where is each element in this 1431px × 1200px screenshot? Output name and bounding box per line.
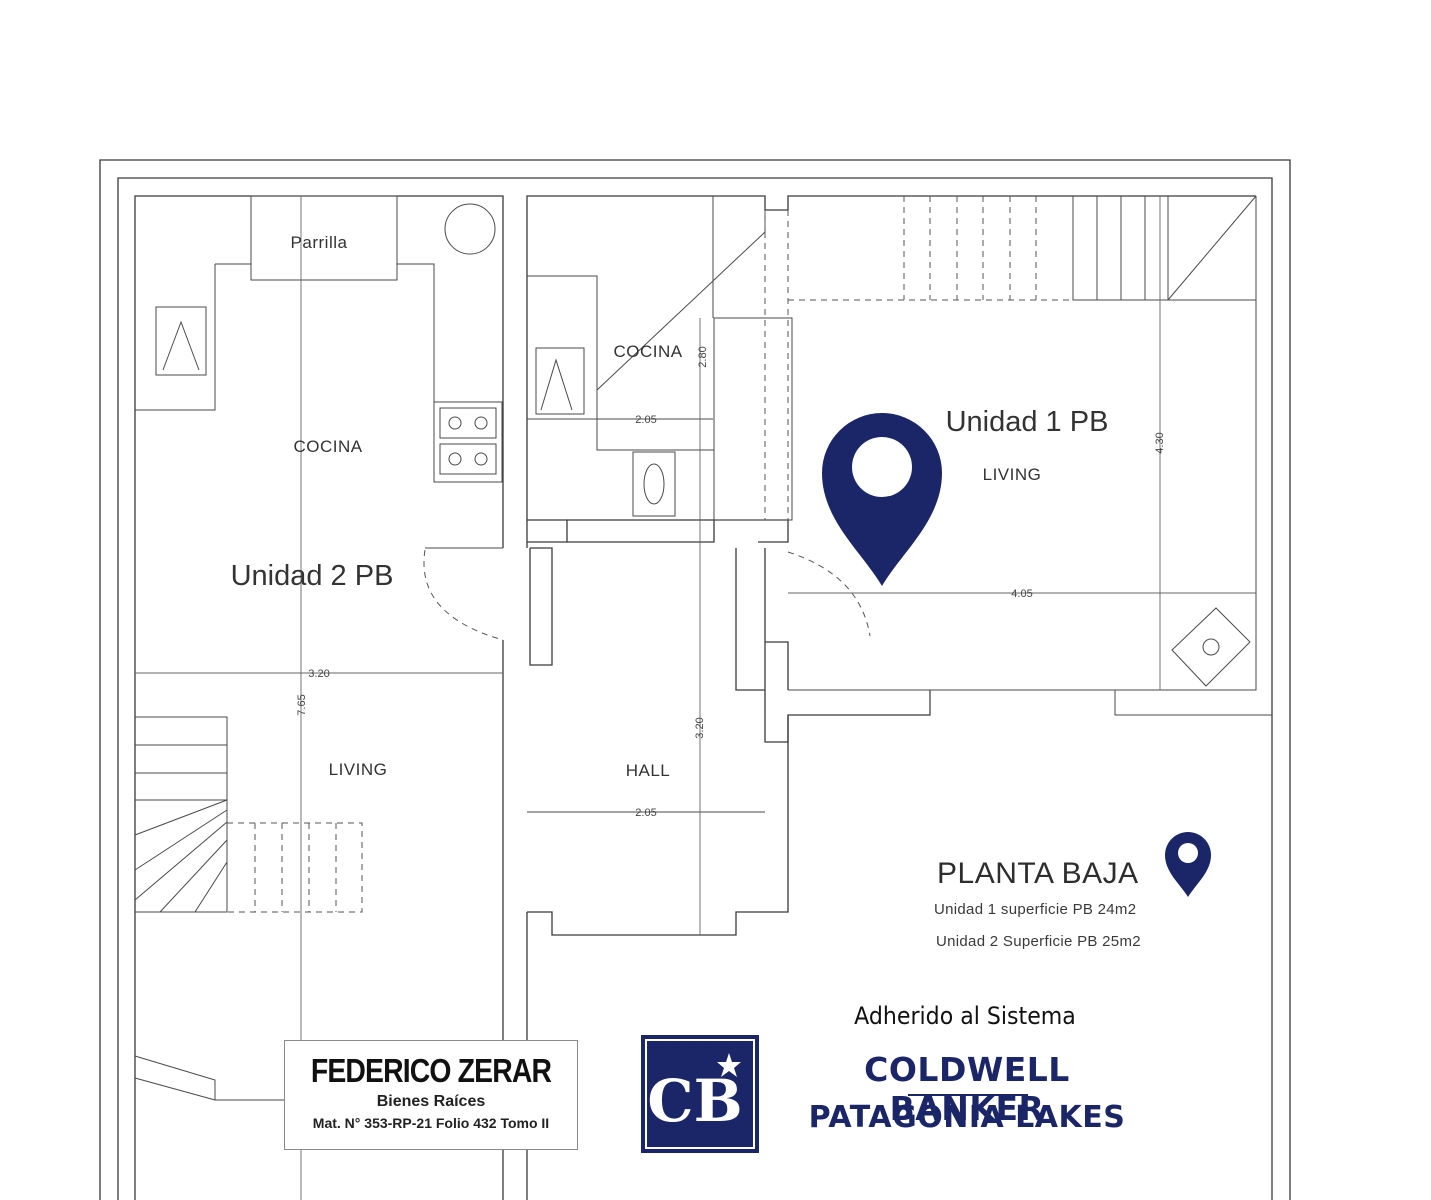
agent-registration: Mat. N° 353-RP-21 Folio 432 Tomo II — [312, 1115, 550, 1131]
unit2-dimension-lines — [135, 196, 503, 1200]
adhered-text: Adherido al Sistema — [854, 1002, 1076, 1030]
brand-divider — [908, 1094, 1028, 1096]
dimension-labels: 2.80 2.05 4.30 4.05 3.20 7.65 3.20 2.05 — [296, 346, 1166, 819]
location-pin-icon — [822, 413, 942, 586]
dim-u2-height: 7.65 — [296, 694, 308, 715]
cb-logo-icon: CB — [645, 1039, 755, 1149]
agent-business: Bienes Raíces — [376, 1093, 486, 1110]
label-hall: HALL — [626, 761, 671, 780]
legend-title: PLANTA BAJA — [937, 857, 1139, 890]
label-cocina-u2: COCINA — [293, 437, 362, 456]
label-unit1: Unidad 1 PB — [946, 406, 1109, 438]
outer-walls — [99, 159, 1291, 1200]
dim-u2-width: 3.20 — [308, 668, 329, 680]
legend-line2: Unidad 2 Superficie PB 25m2 — [936, 933, 1141, 950]
label-living-u2: LIVING — [329, 760, 388, 779]
label-parrilla: Parrilla — [291, 233, 348, 252]
legend: PLANTA BAJA Unidad 1 superficie PB 24m2 … — [934, 832, 1211, 950]
dim-hall-height: 3.20 — [694, 717, 706, 738]
room-labels: Parrilla COCINA LIVING COCINA LIVING HAL… — [231, 233, 1109, 780]
label-cocina-u1: COCINA — [613, 342, 682, 361]
agent-card: FEDERICO ZERAR Bienes Raíces Mat. N° 353… — [284, 1040, 578, 1150]
dim-hall-width: 2.05 — [635, 807, 656, 819]
label-unit2: Unidad 2 PB — [231, 560, 394, 592]
dim-living-u1-width: 4.05 — [1011, 588, 1032, 600]
cb-logo-letters: CB — [647, 1067, 742, 1135]
dim-cocina-u1-height: 2.80 — [697, 346, 709, 367]
dim-cocina-u1-width: 2.05 — [635, 414, 656, 426]
unit1-walls — [526, 195, 1272, 936]
legend-line1: Unidad 1 superficie PB 24m2 — [934, 901, 1136, 918]
coldwell-banker-logo: CB — [641, 1035, 759, 1153]
brand-location: PATAGONIA LAKES — [808, 1100, 1126, 1135]
agent-name: FEDERICO ZERAR — [310, 1052, 552, 1089]
location-pin-small-icon — [1165, 832, 1211, 897]
label-living-u1: LIVING — [983, 465, 1042, 484]
dim-living-u1-height: 4.30 — [1154, 432, 1166, 453]
